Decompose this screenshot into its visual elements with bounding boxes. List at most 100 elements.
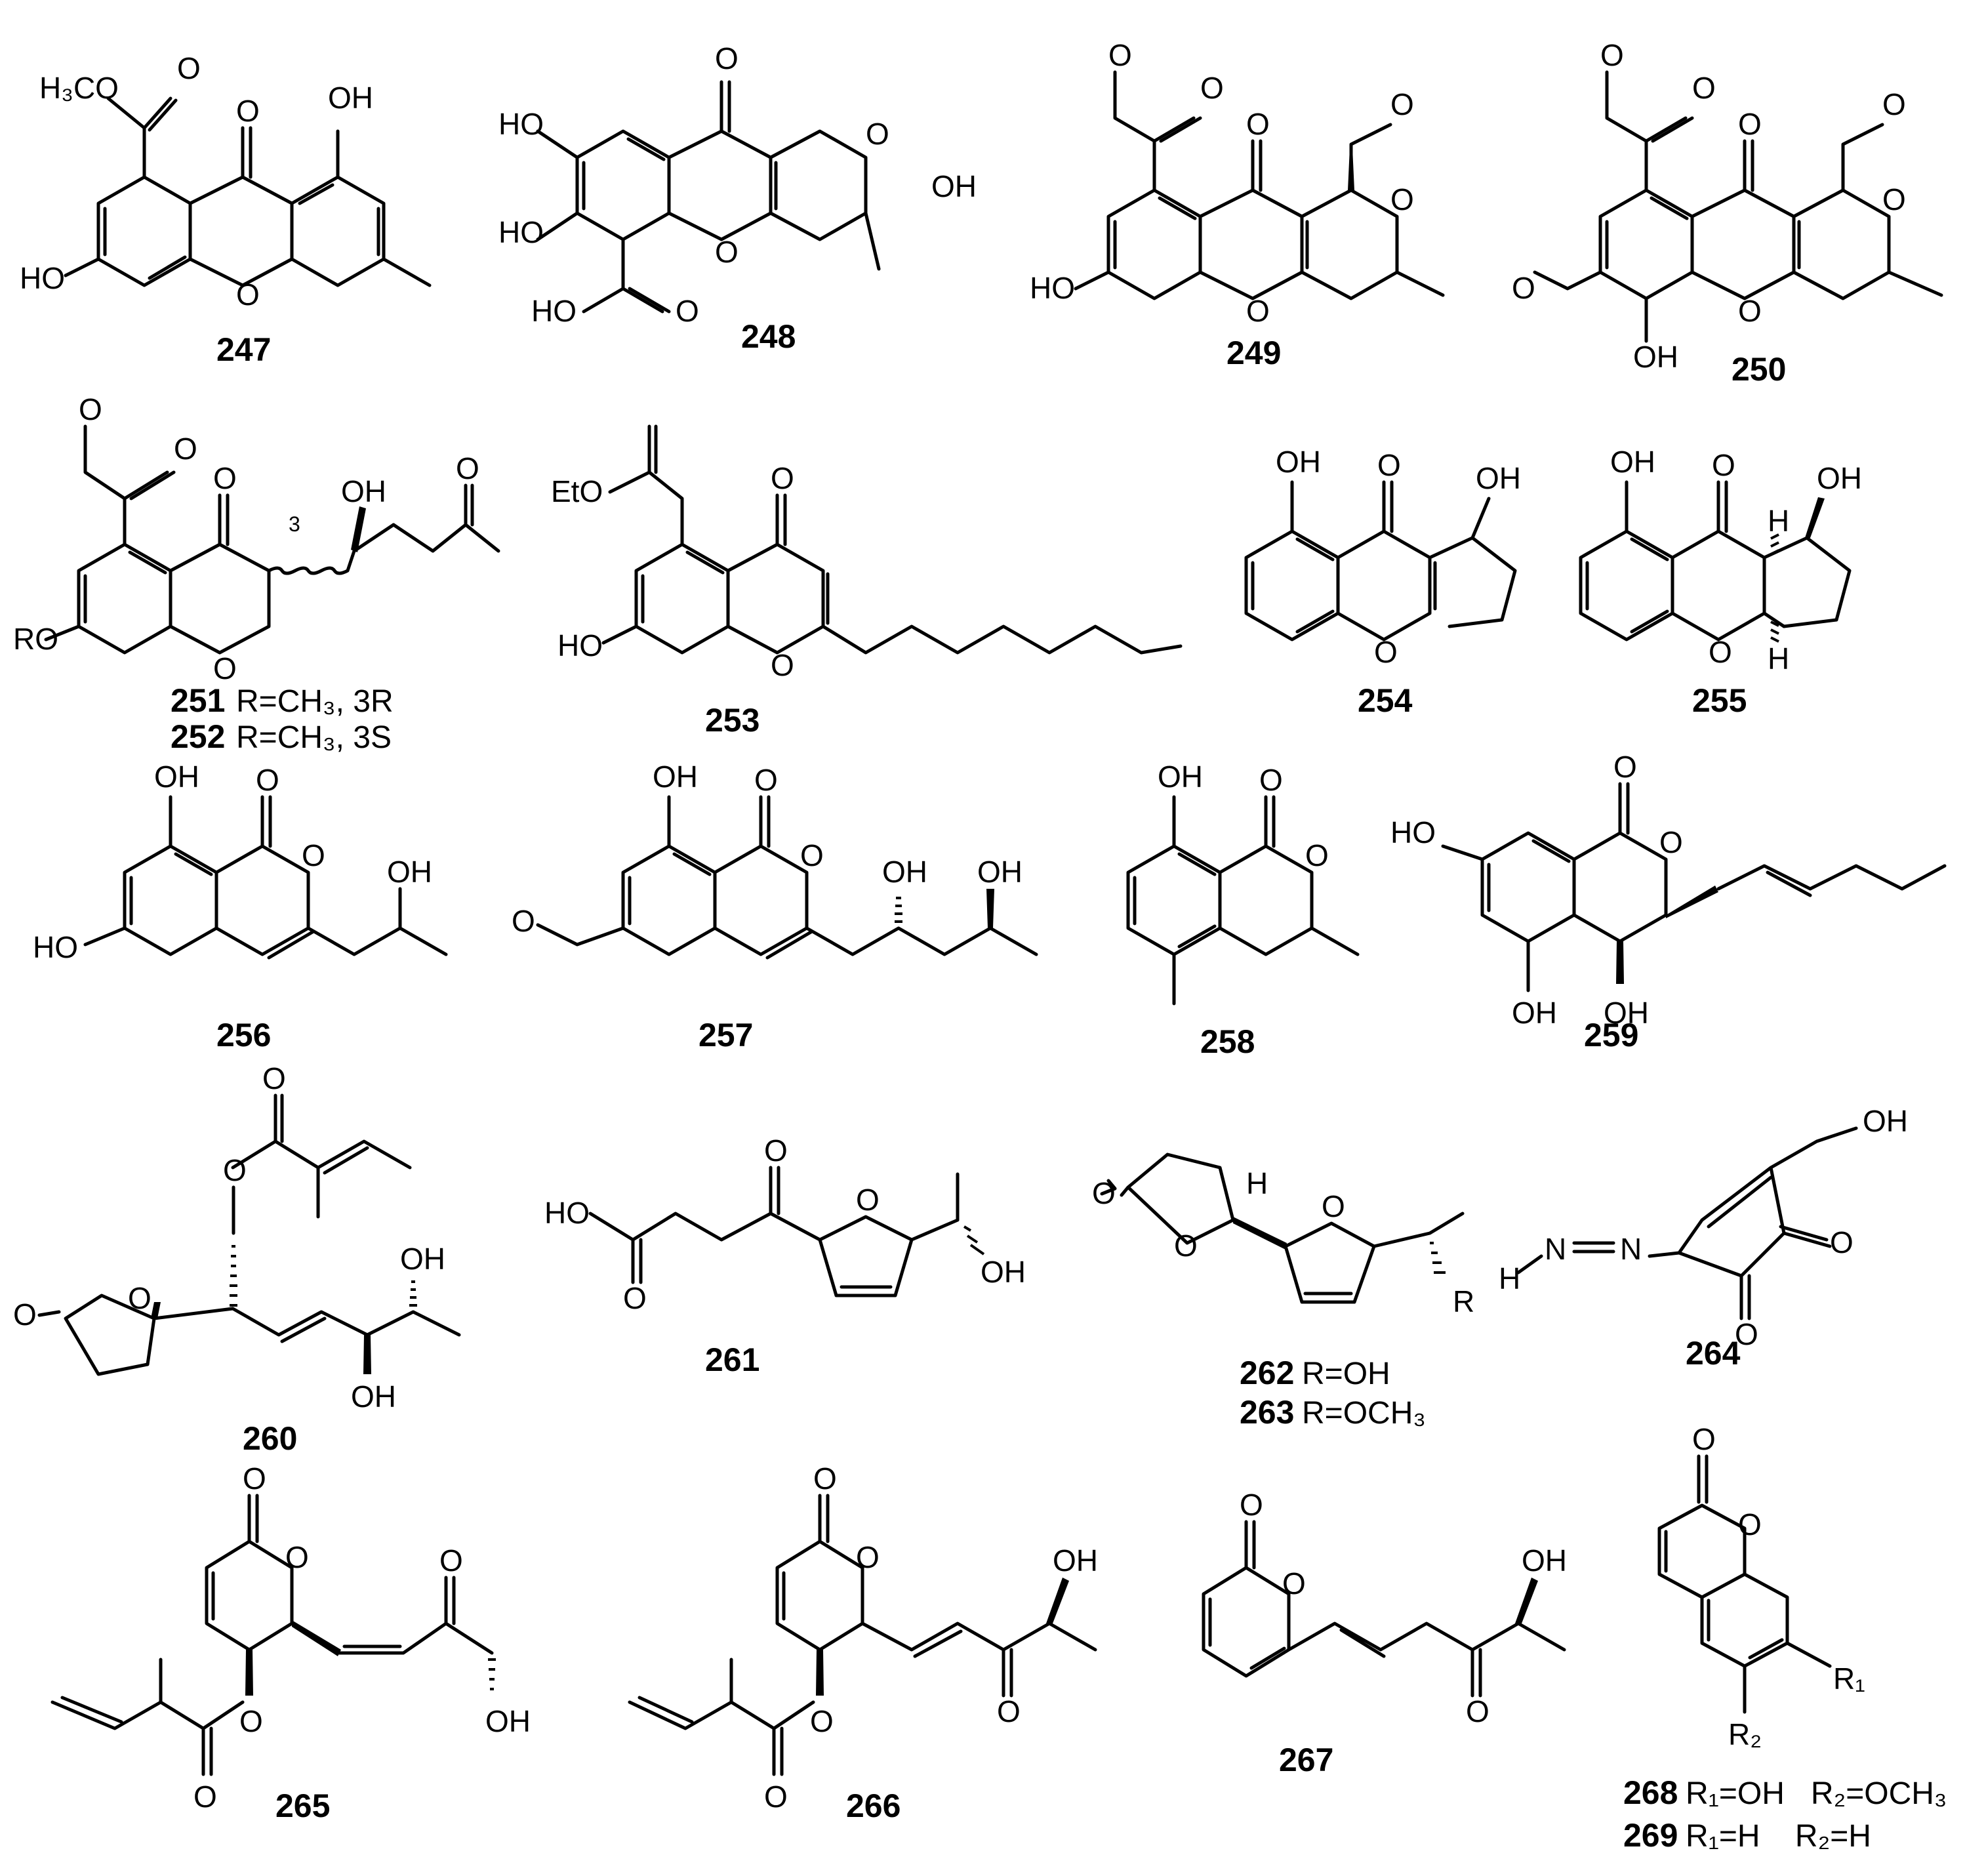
atom-label: OH	[981, 1255, 1026, 1289]
atom-label: O	[79, 392, 102, 426]
atom-label: O	[1600, 38, 1624, 72]
atom-label: O	[243, 1461, 266, 1496]
atom-label: HO	[557, 628, 603, 663]
atom-label: O	[236, 277, 260, 312]
atom-label: HO	[20, 261, 65, 295]
compound-number: 263	[1240, 1394, 1294, 1431]
compound-number: 255	[1692, 682, 1747, 719]
atom-label: O	[456, 451, 479, 485]
atom-label: O	[764, 1780, 788, 1814]
compound-note: R=OCH₃	[1302, 1396, 1426, 1431]
atom-label: H	[1768, 504, 1789, 538]
atom-label: O	[813, 1461, 837, 1496]
compound-number: 256	[216, 1017, 271, 1053]
atom-label: O	[771, 648, 794, 682]
atom-label: O	[1240, 1488, 1263, 1522]
atom-label: O	[1174, 1229, 1198, 1263]
atom-label: OH	[351, 1379, 396, 1414]
atom-label: O	[715, 235, 739, 269]
atom-label: O	[1712, 448, 1735, 482]
atom-label: OH	[1053, 1543, 1098, 1578]
structure-264: OH N N H O O 264	[1499, 1104, 1908, 1372]
atom-label: OH	[1817, 461, 1862, 495]
structure-256: OH O O OH HO 256	[33, 760, 448, 1053]
atom-label: O	[1882, 182, 1906, 216]
atom-label: HO	[1390, 815, 1436, 849]
atom-label: O	[302, 838, 325, 872]
atom-label: O	[1735, 1317, 1758, 1351]
atom-label: H	[1246, 1166, 1268, 1200]
atom-label: 3	[289, 512, 300, 536]
atom-label: O	[1390, 182, 1414, 216]
atom-label: O	[1512, 271, 1535, 305]
atom-label: O	[1830, 1225, 1854, 1259]
atom-label: O	[13, 1297, 37, 1332]
structure-262-263: O H O O R 262 R=OH 263 R=OCH₃	[1092, 1152, 1474, 1431]
atom-label: EtO	[551, 474, 603, 508]
atom-label: O	[1374, 635, 1398, 669]
atom-label: O	[439, 1543, 463, 1578]
compound-note: R₁=H R₂=H	[1686, 1819, 1871, 1854]
atom-label: OH	[1476, 461, 1521, 495]
atom-label: HO	[498, 215, 544, 249]
compound-number: 248	[741, 318, 796, 355]
structure-265: O O O O O OH 265	[51, 1461, 531, 1824]
compound-number: 265	[275, 1787, 330, 1824]
compound-number: 264	[1686, 1335, 1741, 1372]
atom-label: O	[800, 838, 824, 872]
compound-number: 267	[1279, 1742, 1333, 1778]
structure-260: O O O O OH OH 260	[13, 1061, 461, 1457]
atom-label: HO	[531, 294, 577, 328]
atom-label: O	[1466, 1694, 1489, 1728]
atom-label: O	[1322, 1189, 1345, 1223]
atom-label: O	[856, 1183, 880, 1217]
compound-number: 252	[171, 718, 225, 755]
compound-number: 254	[1358, 682, 1413, 719]
compound-number: 260	[243, 1420, 297, 1457]
atom-label: OH	[1633, 340, 1678, 374]
structure-248: O HO HO O OH O HO O 248	[498, 41, 977, 355]
atom-label: HO	[544, 1196, 590, 1230]
atom-label: OH	[1604, 996, 1649, 1030]
atom-label: OH	[328, 81, 373, 115]
atom-label: OH	[1522, 1543, 1567, 1578]
atom-label: O	[866, 117, 889, 151]
atom-label: HO	[1030, 271, 1075, 305]
atom-label: O	[1613, 750, 1637, 784]
structure-247: H₃CO O O OH HO O 247	[20, 51, 432, 368]
atom-label: O	[810, 1704, 834, 1738]
atom-label: O	[1092, 1176, 1116, 1210]
atom-label: OH	[400, 1242, 445, 1276]
structure-257: OH O O OH OH O 257	[512, 760, 1038, 1053]
atom-label: OH	[1512, 996, 1557, 1030]
atom-label: OH	[341, 474, 386, 508]
atom-label: O	[262, 1061, 286, 1095]
compound-number: 266	[846, 1787, 901, 1824]
structure-250: O O O O O O O OH 250	[1512, 38, 1943, 388]
compound-number: 250	[1732, 351, 1786, 388]
atom-label: OH	[1158, 760, 1203, 794]
atom-label: O	[193, 1780, 217, 1814]
atom-label: O	[174, 432, 197, 466]
compound-note: R=OH	[1302, 1356, 1390, 1391]
compound-number: 258	[1200, 1023, 1255, 1060]
atom-label: R₁	[1833, 1662, 1865, 1696]
structure-253: EtO O HO O 253	[551, 424, 1183, 739]
atom-label: OH	[931, 169, 977, 203]
atom-label: O	[177, 51, 201, 85]
atom-label: OH	[1276, 445, 1321, 479]
compound-number: 269	[1623, 1817, 1678, 1854]
compound-note: R=CH₃, 3S	[236, 720, 392, 755]
atom-label: O	[754, 763, 778, 797]
atom-label: O	[1377, 448, 1401, 482]
structure-267: O O OH O 267	[1202, 1488, 1567, 1778]
atom-label: O	[1709, 635, 1732, 669]
atom-label: H	[1768, 642, 1789, 676]
atom-label: OH	[154, 760, 199, 794]
structure-254: OH O OH O 254	[1244, 445, 1521, 719]
atom-label: R	[1453, 1284, 1474, 1318]
atom-label: OH	[387, 855, 432, 889]
atom-label: OH	[977, 855, 1023, 889]
atom-label: O	[676, 294, 699, 328]
